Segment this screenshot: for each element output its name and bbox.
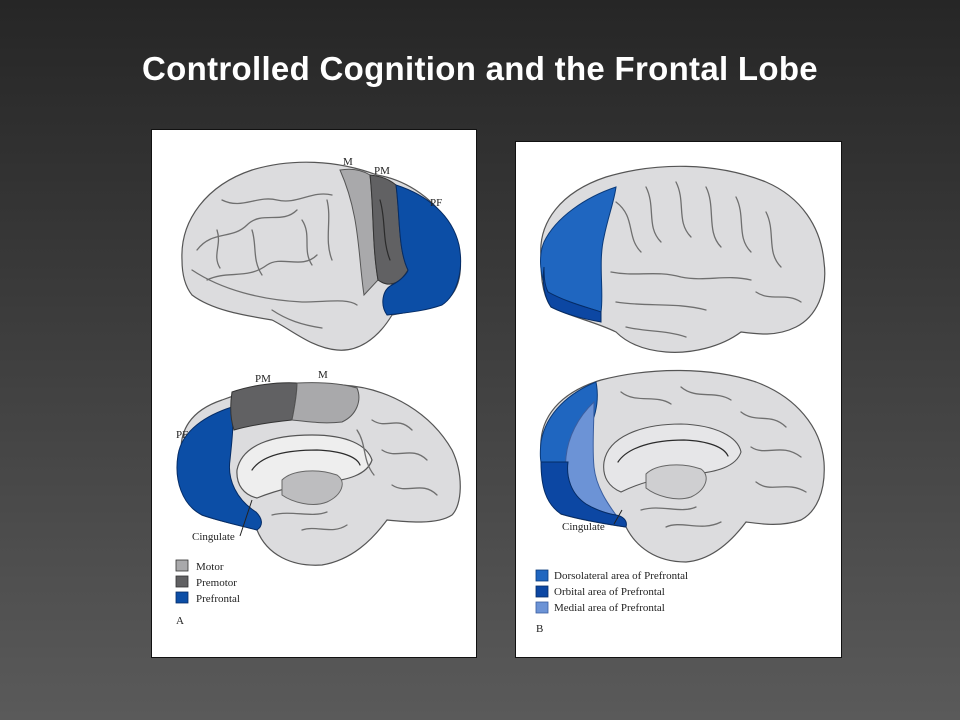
slide-title: Controlled Cognition and the Frontal Lob… xyxy=(142,50,818,87)
panel-a-figure: M PM PF M PM PF Cingul xyxy=(175,156,462,627)
medial-label-cingulate: Cingulate xyxy=(192,531,235,543)
lateral-brain-b xyxy=(540,165,826,353)
legend-a-swatch-motor xyxy=(175,559,189,572)
panel-a-letter: A xyxy=(176,615,184,627)
legend-b-label-medial: Medial area of Prefrontal xyxy=(554,602,665,614)
legend-b-label-orbital: Orbital area of Prefrontal xyxy=(554,586,665,598)
medial-prefrontal-region xyxy=(176,406,262,531)
medial-label-motor: M xyxy=(318,369,328,381)
legend-b-swatch-orbital xyxy=(535,585,549,598)
medial-motor-region xyxy=(291,382,360,424)
legend-a-label-motor: Motor xyxy=(196,561,224,573)
medial-orbital-region xyxy=(540,461,627,528)
medial-label-premotor: PM xyxy=(255,373,271,385)
medial-label-cingulate-b: Cingulate xyxy=(562,521,605,533)
lateral-label-motor: M xyxy=(343,156,353,168)
cingulate-pointer-a xyxy=(239,499,253,537)
panel-a: M PM PF M PM PF Cingul xyxy=(151,129,477,658)
legend-b-label-dorsolateral: Dorsolateral area of Prefrontal xyxy=(554,570,688,582)
legend-b-swatch-medial xyxy=(535,601,549,614)
lateral-label-premotor: PM xyxy=(374,165,390,177)
lateral-brain-a: M PM PF xyxy=(181,156,462,351)
panel-b: Cingulate Dorsolateral area of Prefronta… xyxy=(515,141,842,658)
medial-label-prefrontal: PF xyxy=(176,429,188,441)
lateral-orbital-region xyxy=(542,266,602,323)
medial-brain-b: Cingulate xyxy=(539,369,825,563)
medial-brain-a: M PM PF Cingulate xyxy=(176,369,461,566)
legend-a-label-premotor: Premotor xyxy=(196,577,237,589)
panel-b-letter: B xyxy=(536,623,543,635)
legend-a-swatch-prefrontal xyxy=(175,591,189,604)
legend-a-label-prefrontal: Prefrontal xyxy=(196,593,240,605)
panel-b-figure: Cingulate Dorsolateral area of Prefronta… xyxy=(535,165,826,635)
legend-b-swatch-dorsolateral xyxy=(535,569,549,582)
legend-b: Dorsolateral area of Prefrontal Orbital … xyxy=(535,569,688,635)
lateral-label-prefrontal: PF xyxy=(430,197,442,209)
legend-a: Motor Premotor Prefrontal A xyxy=(175,559,240,627)
lateral-prefrontal-region xyxy=(382,184,462,316)
legend-a-swatch-premotor xyxy=(175,575,189,588)
cingulate-pointer-b xyxy=(613,509,623,525)
